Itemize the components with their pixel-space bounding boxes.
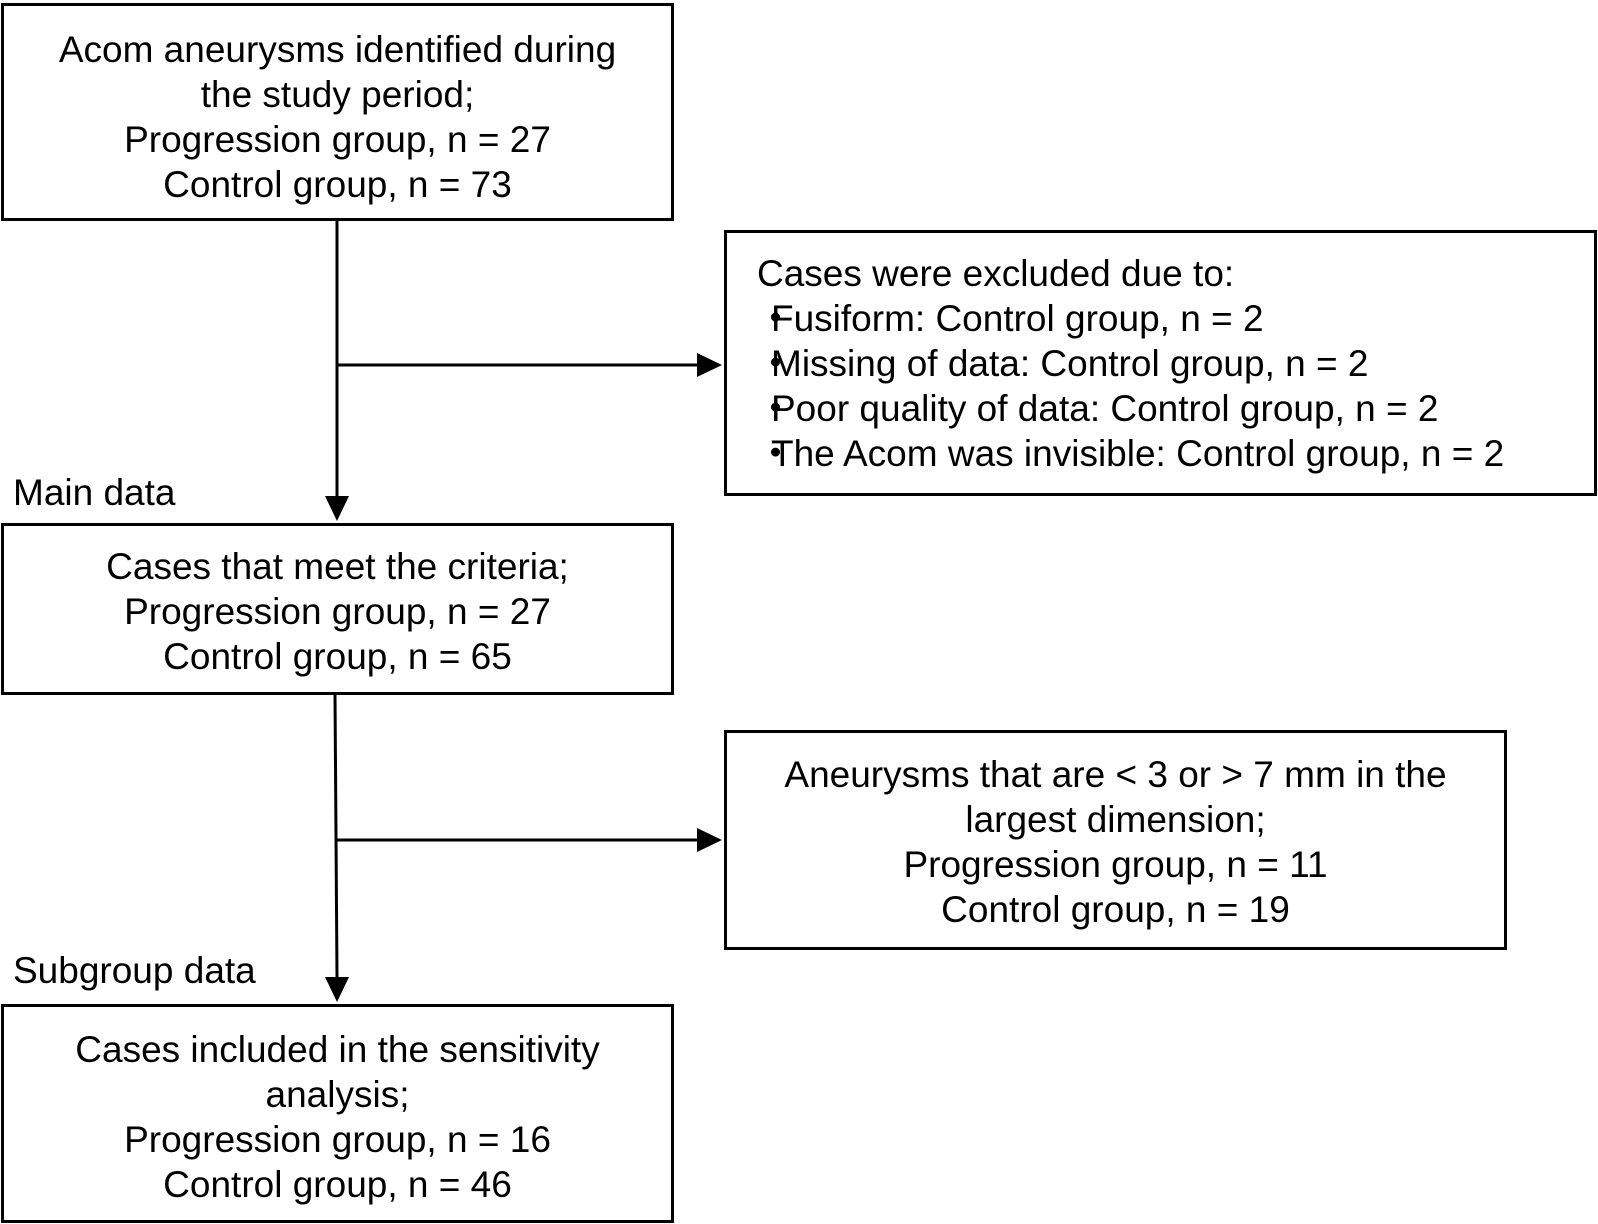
criteria-line-2: Progression group, n = 27 [124, 591, 551, 632]
sensitivity-analysis-box: Cases included in the sensitivity analys… [1, 1004, 674, 1223]
criteria-line-3: Control group, n = 65 [163, 636, 512, 677]
main-data-label: Main data [13, 472, 176, 513]
identified-line-3: Progression group, n = 27 [124, 119, 551, 160]
size-excluded-box: Aneurysms that are < 3 or > 7 mm in the … [724, 730, 1507, 950]
identified-line-4: Control group, n = 73 [163, 164, 512, 205]
sensitivity-line-1: Cases included in the sensitivity [75, 1029, 600, 1070]
excluded-item: ・The Acom was invisible: Control group, … [757, 431, 1594, 476]
excluded-item: ・Missing of data: Control group, n = 2 [757, 341, 1594, 386]
size-line-2: largest dimension; [965, 799, 1266, 840]
excluded-item-text: Poor quality of data: Control group, n =… [771, 388, 1439, 429]
excluded-item: ・Fusiform: Control group, n = 2 [757, 296, 1594, 341]
excluded-item: ・Poor quality of data: Control group, n … [757, 386, 1594, 431]
arrowhead-to-sensitivity [325, 977, 349, 1002]
identified-line-2: the study period; [200, 74, 475, 115]
bullet-marker: ・ [757, 388, 794, 429]
connector-criteria-to-sensitivity [333, 694, 339, 978]
sensitivity-line-2: analysis; [265, 1074, 410, 1115]
arrowhead-to-size-excluded [697, 828, 722, 852]
size-line-4: Control group, n = 19 [941, 889, 1290, 930]
identified-line-1: Acom aneurysms identified during [58, 29, 617, 70]
arrowhead-to-criteria [325, 496, 349, 521]
subgroup-data-label: Subgroup data [13, 950, 256, 991]
criteria-met-box: Cases that meet the criteria; Progressio… [1, 523, 674, 695]
arrowhead-to-excluded [697, 353, 722, 377]
excluded-item-text: Missing of data: Control group, n = 2 [771, 343, 1369, 384]
excluded-cases-box: Cases were excluded due to: ・Fusiform: C… [724, 230, 1597, 496]
excluded-item-text: Fusiform: Control group, n = 2 [771, 298, 1264, 339]
identified-aneurysms-box: Acom aneurysms identified during the stu… [1, 3, 674, 221]
size-line-3: Progression group, n = 11 [903, 844, 1328, 885]
bullet-marker: ・ [757, 298, 794, 339]
size-line-1: Aneurysms that are < 3 or > 7 mm in the [784, 754, 1447, 795]
bullet-marker: ・ [757, 343, 794, 384]
sensitivity-line-4: Control group, n = 46 [163, 1164, 512, 1205]
bullet-marker: ・ [757, 433, 794, 474]
excluded-item-text: The Acom was invisible: Control group, n… [771, 433, 1505, 474]
sensitivity-line-3: Progression group, n = 16 [124, 1119, 551, 1160]
criteria-line-1: Cases that meet the criteria; [106, 546, 569, 587]
excluded-heading: Cases were excluded due to: [757, 253, 1235, 294]
